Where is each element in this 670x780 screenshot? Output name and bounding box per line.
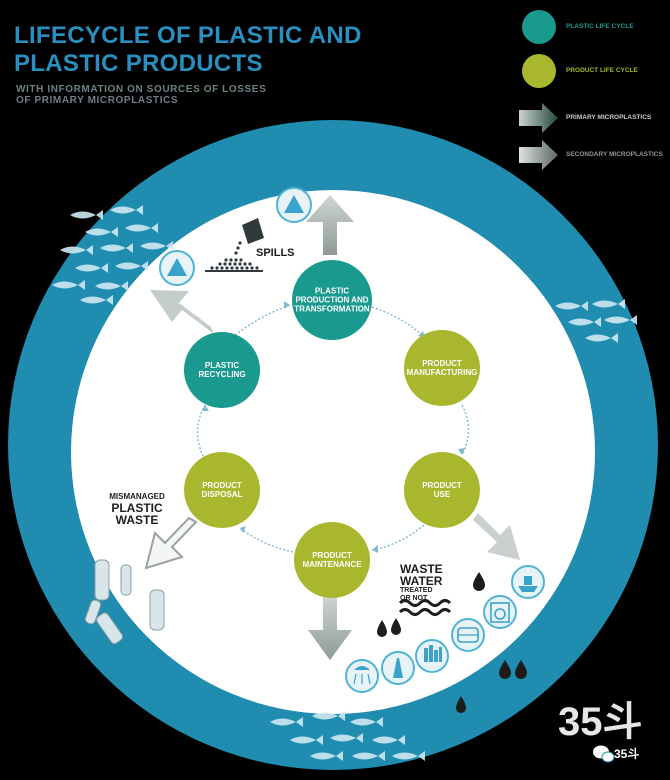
node-product-maintenance [294,522,370,598]
node-label-product-maintenance: PRODUCT MAINTENANCE [302,551,362,569]
legend-secondary-microplastics: SECONDARY MICROPLASTICS [566,151,663,158]
node-label-product-use: PRODUCT USE [422,481,462,499]
node-label-product-disposal: PRODUCT DISPOSAL [201,481,243,499]
pellet-pyramid-icon [276,187,312,223]
node-label-product-manufacturing: PRODUCT MANUFACTURING [406,359,478,377]
road-icon [381,651,415,685]
legend-primary-arrow [519,103,558,133]
watermark-logo: 35斗 [558,700,643,744]
node-product-use [404,452,480,528]
washing-machine-icon [483,595,517,629]
fish-school-icon [52,205,173,305]
water-drop-icon [377,572,527,713]
city-icon [415,639,449,673]
node-product-disposal [184,452,260,528]
flow-arrow-up [306,195,354,255]
ship-icon [511,565,545,599]
flow-arrow-up-left [150,290,214,334]
legend-primary-microplastics: PRIMARY MICROPLASTICS [566,114,652,121]
node-product-manufacturing [404,330,480,406]
node-label-plastic-recycling: PLASTIC RECYCLING [198,361,246,379]
wave-icon [398,599,452,616]
page-subtitle: WITH INFORMATION ON SOURCES OF LOSSES OF… [16,84,267,106]
watermark-small-label: 35斗 [614,747,640,761]
pellet-pyramid-icon [159,250,195,286]
legend-plastic-swatch [522,10,556,44]
tire-icon [451,618,485,652]
fish-school-icon [270,711,425,761]
mismanaged-waste-arrow [144,516,198,570]
mismanaged-waste-label: MISMANAGED PLASTIC WASTE [109,492,165,527]
bottle-icon [84,559,165,645]
legend-secondary-arrow [519,140,558,170]
node-plastic-recycling [184,332,260,408]
wechat-icon [593,745,615,763]
page-title: LIFECYCLE OF PLASTIC AND PLASTIC PRODUCT… [14,22,362,77]
node-plastic-production [292,260,372,340]
cycle-arrowheads [202,301,465,553]
flow-arrow-down-right [473,513,520,560]
flow-arrow-down [308,595,352,660]
legend-product-life-cycle: PRODUCT LIFE CYCLE [566,67,638,74]
legend-plastic-life-cycle: PLASTIC LIFE CYCLE [566,23,634,30]
fish-school-icon [555,299,637,343]
node-label-plastic-production: PLASTIC PRODUCTION AND TRANSFORMATION [294,286,370,314]
legend-product-swatch [522,54,556,88]
waste-water-label: WASTE WATER TREATED OR NOT [400,562,443,602]
spills-label: SPILLS [256,247,295,259]
shower-icon [345,659,379,693]
bucket-icon [205,218,264,272]
